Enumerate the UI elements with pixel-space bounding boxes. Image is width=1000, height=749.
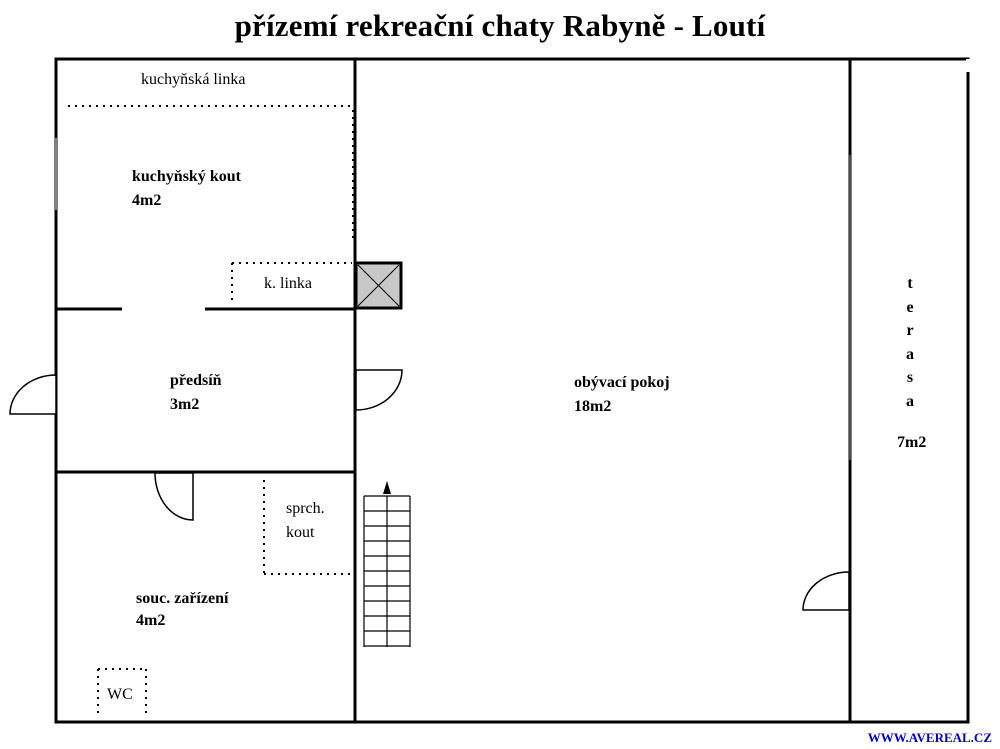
door-terrace bbox=[802, 571, 850, 611]
door-entrance bbox=[9, 374, 57, 415]
terrace-letter: t bbox=[907, 275, 913, 292]
website-link[interactable]: WWW.AVEREAL.CZ bbox=[867, 730, 992, 745]
label-hall-area: 3m2 bbox=[170, 396, 200, 413]
label-small-counter: k. linka bbox=[264, 275, 312, 292]
staircase bbox=[363, 495, 411, 647]
stair-arrow-icon bbox=[383, 481, 391, 494]
terrace-letter: r bbox=[906, 322, 914, 339]
label-terrace-vertical: t e r a s a bbox=[900, 272, 920, 413]
plan-title: přízemí rekreační chaty Rabyně - Loutí bbox=[234, 8, 766, 43]
label-shower-line2: kout bbox=[286, 524, 315, 541]
label-bathroom-name: souc. zařízení bbox=[136, 590, 229, 607]
label-wc: WC bbox=[107, 686, 133, 703]
label-kitchen-counter: kuchyňská linka bbox=[141, 71, 246, 88]
terrace-letter: a bbox=[906, 345, 914, 363]
label-living-name: obývací pokoj bbox=[574, 374, 670, 391]
label-living-area: 18m2 bbox=[574, 398, 612, 415]
label-kitchen-name: kuchyňský kout bbox=[132, 168, 241, 185]
door-bathroom bbox=[154, 472, 194, 521]
door-hall-living bbox=[355, 369, 403, 411]
label-hall-name: předsíň bbox=[170, 372, 222, 389]
label-shower-line1: sprch. bbox=[286, 500, 325, 517]
label-kitchen-area: 4m2 bbox=[132, 192, 162, 209]
label-terrace-area: 7m2 bbox=[897, 434, 927, 451]
label-bathroom-area: 4m2 bbox=[136, 612, 166, 629]
terrace-letter: e bbox=[906, 298, 914, 316]
terrace-letter: s bbox=[906, 369, 914, 386]
terrace-letter: a bbox=[906, 392, 914, 410]
